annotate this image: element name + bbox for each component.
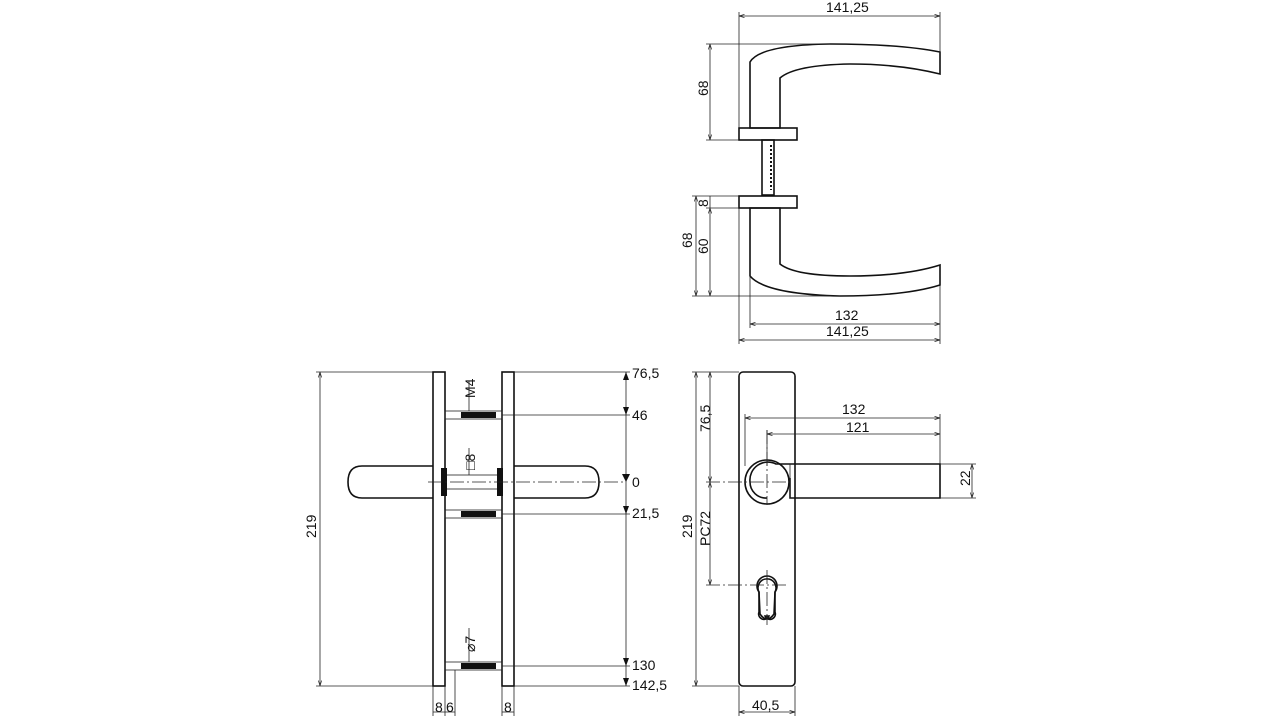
- lever-length-inner-label: 121: [846, 419, 870, 435]
- inner-width-label: 132: [835, 307, 859, 323]
- right-plate: [501, 371, 515, 687]
- lever-length-outer-label: 132: [842, 401, 866, 417]
- pc-label: PC72: [697, 511, 713, 546]
- side-dim-screw1: 46: [632, 407, 648, 423]
- screw-bottom: [444, 661, 503, 671]
- front-lever: [749, 461, 941, 499]
- cylinder-hole: [757, 578, 777, 621]
- plate-left-thickness: 8: [435, 699, 443, 715]
- plate-width-label: 40,5: [752, 697, 779, 713]
- screw-top: [444, 410, 503, 420]
- side-dim-screw2: 21,5: [632, 505, 659, 521]
- upper-height-label: 68: [695, 80, 711, 96]
- lever-height-label: 22: [957, 470, 973, 486]
- lower-height-outer-label: 68: [679, 232, 695, 248]
- lower-lever-outline: [749, 207, 941, 297]
- side-dim-screw3: 130: [632, 657, 656, 673]
- diameter-label: ⌀7: [462, 636, 478, 652]
- top-width-label: 141,25: [826, 0, 869, 15]
- front-total-height-label: 219: [679, 514, 695, 538]
- side-view: 219 M4 □8 ⌀7 76,5 46 0 21,5 130 142,5: [303, 365, 667, 716]
- lower-height-inner-label: 60: [695, 238, 711, 254]
- top-view: 141,25 68 8 68 60 132 141,25: [679, 0, 941, 344]
- thread-label: M4: [462, 378, 478, 398]
- plate-right-thickness: 8: [504, 699, 512, 715]
- side-dim-top: 76,5: [632, 365, 659, 381]
- front-view: 76,5 PC72 219 132 121 22 40,5: [679, 371, 976, 716]
- upper-rose: [738, 127, 798, 141]
- left-plate: [432, 371, 446, 687]
- gap-thickness: 6: [446, 699, 454, 715]
- front-height-top-label: 76,5: [697, 405, 713, 432]
- rose-thickness-label: 8: [695, 199, 711, 207]
- spindle: [761, 139, 775, 196]
- square-label: □8: [462, 454, 478, 470]
- left-lever: [347, 465, 433, 499]
- front-plate: [738, 371, 796, 687]
- outer-width-label: 141,25: [826, 323, 869, 339]
- screw-middle: [444, 509, 503, 519]
- side-dim-zero: 0: [632, 474, 640, 490]
- upper-lever-outline: [749, 43, 941, 129]
- lower-rose: [738, 195, 798, 209]
- side-dim-bottom: 142,5: [632, 677, 667, 693]
- side-total-height-label: 219: [303, 514, 319, 538]
